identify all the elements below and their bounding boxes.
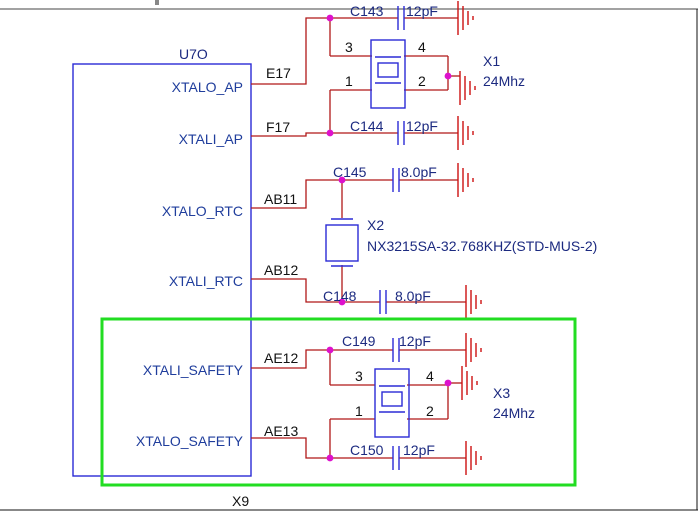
crystal-x1 [370, 39, 406, 109]
x1-pin-1: 1 [345, 73, 353, 89]
x3-ref: X3 [493, 385, 510, 401]
capacitor-c143 [397, 6, 405, 30]
c143-ref: C143 [350, 3, 384, 19]
ground-symbol [459, 70, 476, 106]
c150-ref: C150 [350, 442, 384, 458]
crystal-x3 [374, 368, 410, 438]
junction-dot [326, 14, 334, 22]
junction-dot [326, 454, 334, 462]
c149-value: 12pF [399, 333, 431, 349]
capacitor-c145 [392, 168, 400, 192]
ground-symbol [457, 115, 474, 151]
c149-ref: C149 [342, 333, 376, 349]
ball-ae12: AE12 [264, 350, 298, 366]
crystal-x2 [325, 218, 359, 267]
pin-name-xtalo-safety: XTALO_SAFETY [136, 433, 244, 449]
ball-ae13: AE13 [264, 423, 298, 439]
x1-ref: X1 [483, 53, 500, 69]
capacitor-c144 [397, 121, 405, 145]
pin-name-xtali-ap: XTALI_AP [179, 131, 243, 147]
x1-pin-4: 4 [418, 39, 426, 55]
x1-value: 24Mhz [483, 73, 525, 89]
ground-symbol [457, 162, 474, 198]
chip-refdes: U7O [179, 46, 208, 62]
frame-mark [155, 0, 159, 5]
junction-dot [338, 176, 346, 184]
x3-pin-4: 4 [426, 368, 434, 384]
c144-value: 12pF [406, 118, 438, 134]
ground-symbol [465, 440, 482, 476]
x3-pin-1: 1 [355, 403, 363, 419]
pin-name-xtali-safety: XTALI_SAFETY [143, 362, 244, 378]
x3-pin-2: 2 [426, 403, 434, 419]
junction-dot [338, 298, 346, 306]
ball-ab12: AB12 [264, 262, 298, 278]
ball-f17: F17 [266, 119, 290, 135]
net-x1-ground [404, 55, 460, 91]
x2-value: NX3215SA-32.768KHZ(STD-MUS-2) [367, 238, 597, 254]
net-xtalo-ap [251, 17, 458, 85]
c148-value: 8.0pF [395, 288, 431, 304]
x3-value: 24Mhz [493, 405, 535, 421]
x1-pin-2: 2 [418, 73, 426, 89]
net-x3-ground [407, 382, 462, 420]
net-xtalo-safety [251, 418, 466, 459]
ground-symbol [457, 0, 474, 36]
pin-name-xtali-rtc: XTALI_RTC [169, 273, 243, 289]
safety-highlight-box [100, 317, 577, 487]
ball-ab11: AB11 [264, 191, 297, 207]
x1-pin-3: 3 [345, 39, 353, 55]
net-xtali-ap [251, 89, 458, 137]
junction-dot [444, 72, 452, 80]
chip-part-name: X9 [232, 493, 249, 509]
c145-ref: C145 [333, 164, 367, 180]
x3-pin-3: 3 [355, 368, 363, 384]
net-xtali-safety [251, 349, 466, 386]
ground-symbol [461, 365, 478, 401]
junction-dot [326, 129, 334, 137]
junction-dot [444, 379, 452, 387]
capacitor-c148 [379, 290, 387, 314]
x2-ref: X2 [367, 217, 384, 233]
c150-value: 12pF [403, 442, 435, 458]
ball-e17: E17 [266, 65, 291, 81]
capacitor-c149 [392, 338, 400, 362]
c145-value: 8.0pF [401, 164, 437, 180]
ground-symbol [465, 332, 482, 368]
c148-ref: C148 [323, 288, 357, 304]
c143-value: 12pF [406, 3, 438, 19]
c144-ref: C144 [350, 118, 384, 134]
net-xtalo-rtc [251, 179, 458, 218]
ground-symbol [465, 284, 482, 320]
capacitor-c150 [392, 446, 400, 470]
junction-dot [326, 346, 334, 354]
chip-u7o-body [72, 63, 252, 477]
pin-name-xtalo-ap: XTALO_AP [172, 79, 243, 95]
pin-name-xtalo-rtc: XTALO_RTC [162, 203, 243, 219]
